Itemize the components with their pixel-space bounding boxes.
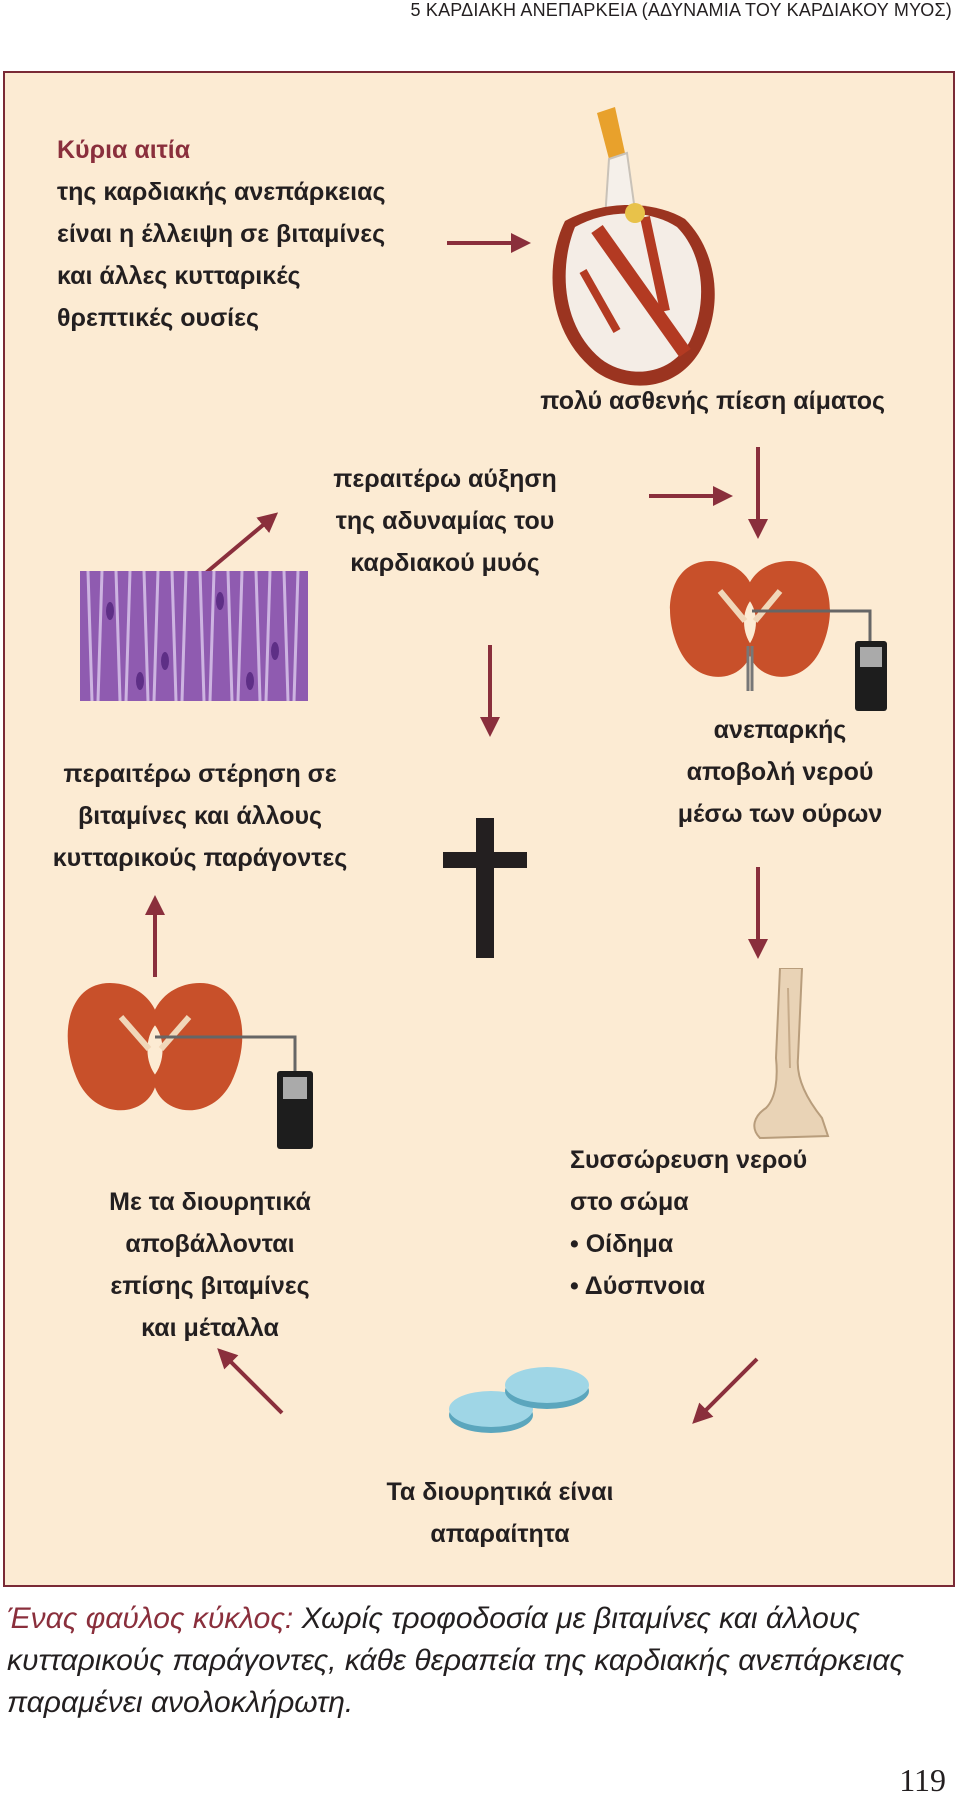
bullet-edema: • Οίδημα [570, 1230, 674, 1258]
leg-icon [753, 968, 830, 1140]
diuretics-loss-line: Με τα διουρητικά [109, 1188, 311, 1216]
deprivation-line: βιταμίνες και άλλους [77, 802, 323, 830]
main-cause-line: της καρδιακής ανεπάρκειας [57, 178, 386, 206]
page-number: 119 [899, 1762, 946, 1798]
caption-lead: Ένας φαύλος κύκλος: [7, 1602, 294, 1635]
arrow-down-to-kidneys [748, 447, 768, 539]
arrow-to-weakness [199, 512, 279, 579]
figure-caption: Ένας φαύλος κύκλος: Χωρίς τροφοδοσία με … [7, 1598, 947, 1724]
deprivation-line: περαιτέρω στέρηση σε [63, 760, 337, 788]
deprivation-line: κυτταρικούς παράγοντες [52, 844, 348, 872]
muscle-tissue-icon [80, 571, 308, 701]
diuretics-needed-line: Τα διουρητικά είναι [386, 1478, 614, 1506]
bullet-dyspnea: • Δύσπνοια [570, 1272, 706, 1300]
water-line: Συσσώρευση νερού [570, 1146, 808, 1174]
weakness-line: καρδιακού μυός [350, 549, 540, 577]
main-cause-block: Κύρια αιτία της καρδιακής ανεπάρκειας εί… [57, 129, 437, 339]
kidney-icon [670, 561, 887, 711]
weakness-line: περαιτέρω αύξηση [333, 465, 557, 493]
diuretics-loss-line: επίσης βιταμίνες [110, 1272, 310, 1300]
main-cause-line: και άλλες κυτταρικές [57, 262, 301, 290]
arrow-to-heart [447, 233, 531, 253]
diuretics-loss-line: αποβάλλονται [125, 1230, 295, 1258]
main-cause-heading: Κύρια αιτία [57, 136, 191, 164]
deprivation-block: περαιτέρω στέρηση σε βιταμίνες και άλλου… [40, 753, 360, 879]
water-line: στο σώμα [570, 1188, 689, 1216]
arrow-down-to-leg [748, 867, 768, 959]
urine-line: ανεπαρκής [713, 716, 847, 744]
arrow-to-pills [692, 1357, 759, 1424]
urine-line: μέσω των ούρων [677, 800, 883, 828]
arrow-weakness-right [649, 486, 733, 506]
diuretics-loss-line: και μέταλλα [141, 1314, 279, 1342]
urine-line: αποβολή νερού [686, 758, 874, 786]
arrow-to-diuretics-loss [217, 1348, 284, 1415]
weakness-line: της αδυναμίας του [335, 507, 555, 535]
water-accumulation-block: Συσσώρευση νερού στο σώμα • Οίδημα • Δύσ… [570, 1139, 910, 1307]
pills-icon [449, 1367, 589, 1433]
kidney-icon [67, 983, 313, 1149]
diuretics-loss-block: Με τα διουρητικά αποβάλλονται επίσης βιτ… [65, 1181, 355, 1349]
main-cause-line: είναι η έλλειψη σε βιταμίνες [57, 220, 386, 248]
cross-icon [443, 818, 527, 958]
weakness-block: περαιτέρω αύξηση της αδυναμίας του καρδι… [315, 458, 575, 584]
diuretics-needed-line: απαραίτητα [430, 1520, 570, 1548]
urine-block: ανεπαρκής αποβολή νερού μέσω των ούρων [645, 709, 915, 835]
arrow-down-to-cross [480, 645, 500, 737]
vicious-cycle-diagram: Κύρια αιτία της καρδιακής ανεπάρκειας εί… [3, 71, 955, 1587]
diuretics-needed-block: Τα διουρητικά είναι απαραίτητα [335, 1471, 665, 1555]
arrow-up-to-deprivation [145, 895, 165, 977]
heart-icon [552, 107, 715, 386]
main-cause-line: θρεπτικές ουσίες [57, 304, 259, 332]
low-pressure-label: πολύ ασθενής πίεση αίματος [540, 387, 885, 415]
caption-text: Χωρίς τροφοδοσία με βιταμίνες και άλλους… [7, 1602, 905, 1719]
chapter-header: 5 ΚΑΡΔΙΑΚΗ ΑΝΕΠΑΡΚΕΙΑ (ΑΔΥΝΑΜΙΑ ΤΟΥ ΚΑΡΔ… [410, 0, 952, 20]
